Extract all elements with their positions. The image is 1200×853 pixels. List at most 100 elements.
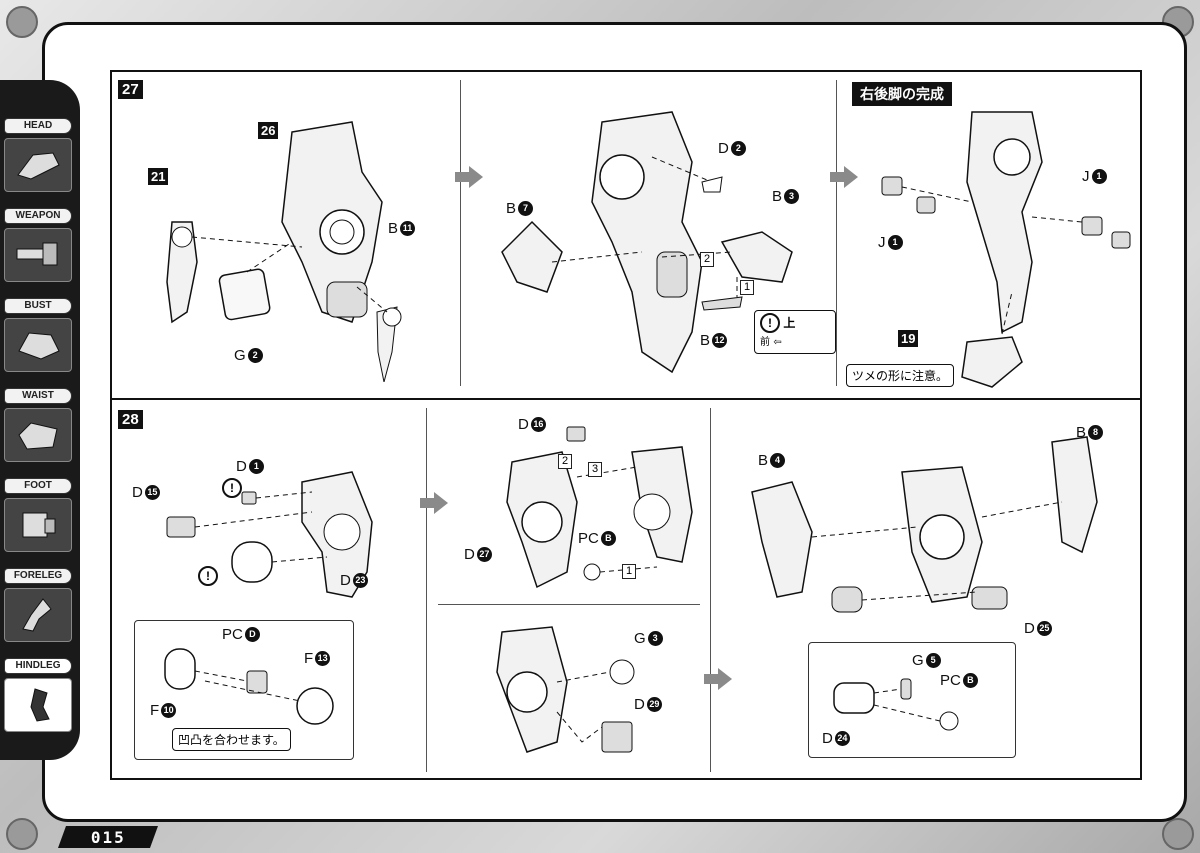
part-letter: F xyxy=(150,702,160,719)
next-step-arrow xyxy=(420,492,448,514)
part-index: 1 xyxy=(887,235,903,250)
part-index: 2 xyxy=(247,348,263,363)
part-index: 27 xyxy=(476,547,492,562)
joint-assembly-drawing xyxy=(833,678,959,731)
nav-item-head[interactable]: HEAD xyxy=(4,118,72,192)
gear-icon xyxy=(6,6,38,38)
weapon-thumbnail-icon xyxy=(4,228,72,282)
nav-item-foot[interactable]: FOOT xyxy=(4,478,72,552)
part-letter: D xyxy=(132,484,143,501)
nav-item-bust[interactable]: BUST xyxy=(4,298,72,372)
pc-assembly-drawing xyxy=(164,648,334,725)
part-index: 29 xyxy=(646,697,662,712)
part-index: 16 xyxy=(530,417,546,432)
assembly-order-3: 3 xyxy=(588,462,602,477)
part-number-21: 21 xyxy=(148,168,169,185)
part-letter: D xyxy=(718,140,729,157)
next-step-arrow xyxy=(830,166,858,188)
part-index: 23 xyxy=(352,573,368,588)
assembly-order-2: 2 xyxy=(700,252,714,267)
column-divider xyxy=(710,408,711,772)
part-index: 7 xyxy=(518,201,534,216)
nav-item-hindleg[interactable]: HINDLEG xyxy=(4,658,72,732)
page-number: 015 xyxy=(57,826,159,848)
page-number-text: 015 xyxy=(90,827,126,847)
nav-label: BUST xyxy=(4,298,72,314)
part-number-19: 19 xyxy=(898,330,919,347)
part-letter: B xyxy=(772,188,783,205)
leg-assembly-drawing xyxy=(166,471,373,598)
assembly-order-1: 1 xyxy=(622,564,636,579)
completion-title: 右後脚の完成 xyxy=(852,82,952,106)
part-index: 4 xyxy=(770,453,786,468)
part-letter: J xyxy=(1082,168,1090,185)
orientation-note: ! 上 前 ⇦ xyxy=(754,310,836,354)
part-letter: J xyxy=(878,234,886,251)
nav-label: WEAPON xyxy=(4,208,72,224)
nav-label: HEAD xyxy=(4,118,72,134)
leg-assembly-drawing xyxy=(496,626,635,753)
row-divider xyxy=(112,398,1142,400)
nav-item-foreleg[interactable]: FORELEG xyxy=(4,568,72,642)
part-letter: PC xyxy=(222,626,243,643)
leg-assembly-drawing xyxy=(506,426,693,589)
part-index: 8 xyxy=(1088,425,1104,440)
part-index: 1 xyxy=(248,459,264,474)
part-letter: G xyxy=(912,652,924,669)
nav-item-waist[interactable]: WAIST xyxy=(4,388,72,462)
next-step-arrow xyxy=(704,668,732,690)
nav-label: WAIST xyxy=(4,388,72,404)
column-divider xyxy=(426,408,427,772)
step-number: 28 xyxy=(118,410,143,429)
nav-label: HINDLEG xyxy=(4,658,72,674)
gear-icon xyxy=(6,818,38,850)
part-letter: F xyxy=(304,650,314,667)
part-letter: D xyxy=(634,696,645,713)
part-letter: B xyxy=(388,220,399,237)
column-divider xyxy=(836,80,837,386)
caution-icon: ! xyxy=(198,566,218,586)
part-letter: D xyxy=(1024,620,1035,637)
part-letter: B xyxy=(506,200,517,217)
part-index: 13 xyxy=(315,651,331,666)
part-index: 5 xyxy=(925,653,941,668)
part-index: 12 xyxy=(712,333,728,348)
part-index: 24 xyxy=(834,731,850,746)
caution-icon: ! xyxy=(222,478,242,498)
part-index: 1 xyxy=(1091,169,1107,184)
part-letter: D xyxy=(822,730,833,747)
gear-icon xyxy=(1162,818,1194,850)
part-letter: PC xyxy=(578,530,599,547)
part-index: 3 xyxy=(784,189,800,204)
step-number: 27 xyxy=(118,80,143,99)
nav-item-weapon[interactable]: WEAPON xyxy=(4,208,72,282)
part-index: 3 xyxy=(647,631,663,646)
part-letter: B xyxy=(758,452,769,469)
part-letter: D xyxy=(518,416,529,433)
hindleg-thumbnail-icon xyxy=(4,678,72,732)
head-thumbnail-icon xyxy=(4,138,72,192)
part-index: B xyxy=(600,531,616,546)
leg-assembly-drawing xyxy=(166,121,402,382)
part-letter: D xyxy=(236,458,247,475)
claw-note: ツメの形に注意。 xyxy=(846,364,955,387)
leg-assembly-drawing xyxy=(501,111,793,374)
part-letter: G xyxy=(234,347,246,364)
part-index: 15 xyxy=(144,485,160,500)
arrow-left-icon: ⇦ xyxy=(773,337,782,348)
orientation-up-label: 上 xyxy=(783,316,796,330)
